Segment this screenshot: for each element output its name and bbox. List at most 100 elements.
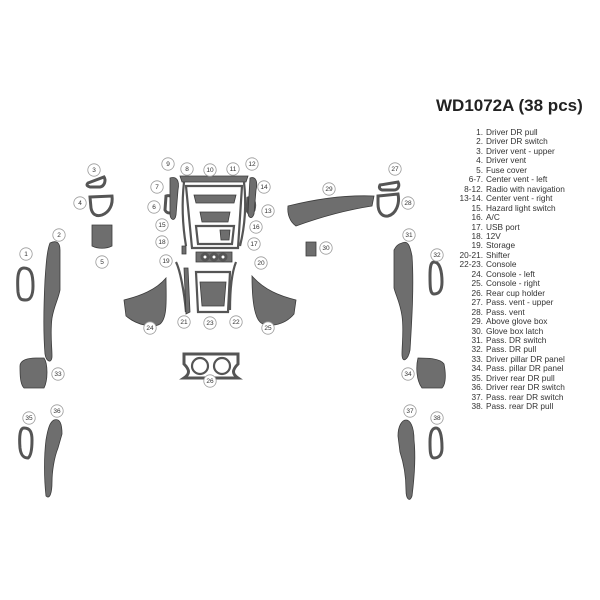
legend-number: 28. <box>471 306 483 317</box>
legend-number: 19. <box>471 240 483 251</box>
callout-9: 9 <box>161 157 175 171</box>
legend-label: Rear cup holder <box>486 287 546 298</box>
part-14-center-vent-right-b <box>247 177 258 218</box>
legend-number: 20-21. <box>459 249 483 260</box>
legend-number: 8-12. <box>464 183 483 194</box>
legend-item: 28.Pass. vent <box>452 306 565 317</box>
callout-label: 25 <box>264 325 272 332</box>
callout-label: 36 <box>53 408 61 415</box>
part-34-pass-pillar-dr-panel <box>416 357 446 389</box>
part-26-rear-cup-holder <box>179 352 243 380</box>
legend-number: 34. <box>471 363 483 374</box>
callout-label: 8 <box>185 166 189 173</box>
legend-label: Pass. DR switch <box>486 334 547 345</box>
legend-number: 17. <box>471 221 483 232</box>
callout-24: 24 <box>143 321 157 335</box>
callout-27: 27 <box>388 162 402 176</box>
callout-circle <box>319 241 333 255</box>
callout-circle <box>245 157 259 171</box>
callout-circle <box>247 237 261 251</box>
callout-circle <box>52 228 66 242</box>
legend-number: 27. <box>471 297 483 308</box>
part-2-driver-dr-switch <box>43 241 61 362</box>
legend-label: Console <box>486 259 517 270</box>
part-17-usb-port <box>219 229 231 241</box>
callout-circle <box>430 248 444 262</box>
legend-number: 24. <box>471 268 483 279</box>
legend-number: 30. <box>471 325 483 336</box>
part-29-above-glove-box <box>287 195 375 227</box>
legend-item: 30.Glove box latch <box>452 325 565 336</box>
part-12-radio-bezel-right <box>238 181 247 247</box>
legend-number: 13-14. <box>459 193 483 204</box>
legend-number: 31. <box>471 334 483 345</box>
callout-circle <box>95 255 109 269</box>
callout-circle <box>87 163 101 177</box>
part-3-driver-vent-upper <box>85 175 107 189</box>
callout-21: 21 <box>177 315 191 329</box>
callout-circle <box>22 411 36 425</box>
part-15-hazard-light-switch <box>199 211 231 223</box>
part-23-console <box>199 281 227 307</box>
callout-37: 37 <box>403 404 417 418</box>
legend-label: Pass. rear DR pull <box>486 401 554 412</box>
callout-circle <box>322 182 336 196</box>
legend-item: 18.12V <box>452 231 565 241</box>
callout-circle <box>203 316 217 330</box>
legend-item: 6-7.Center vent - left <box>452 174 565 184</box>
legend-label: Pass. rear DR switch <box>486 391 564 402</box>
part-27-pass-vent-upper <box>377 180 401 192</box>
legend-item: 34.Pass. pillar DR panel <box>452 363 565 374</box>
legend-item: 2.Driver DR switch <box>452 136 565 147</box>
legend-number: 38. <box>471 401 483 412</box>
callout-label: 2 <box>57 232 61 239</box>
callout-label: 27 <box>391 166 399 173</box>
part-22-console-frame <box>194 270 232 314</box>
callout-22: 22 <box>229 315 243 329</box>
callout-8: 8 <box>180 162 194 176</box>
callout-12: 12 <box>245 157 259 171</box>
legend-label: Hazard light switch <box>486 202 556 213</box>
callout-label: 1 <box>24 251 28 258</box>
part-31-pass-dr-switch <box>393 241 414 361</box>
callout-label: 31 <box>405 232 413 239</box>
legend-number: 5. <box>476 164 483 175</box>
legend-item: 15.Hazard light switch <box>452 202 565 213</box>
legend-label: Console - left <box>486 268 535 279</box>
callout-label: 32 <box>433 252 441 259</box>
callout-19: 19 <box>159 254 173 268</box>
legend-item: 32.Pass. DR pull <box>452 344 565 354</box>
part-11-radio-trim-inner <box>193 194 237 204</box>
legend-label: Radio with navigation <box>486 183 565 194</box>
legend-number: 22-23. <box>459 259 483 270</box>
part-8-radio-bezel-left <box>181 181 188 247</box>
callout-3: 3 <box>87 163 101 177</box>
callout-4: 4 <box>73 196 87 210</box>
part-19-storage-knob-a <box>200 252 210 262</box>
callout-circle <box>19 247 33 261</box>
legend-item: 19.Storage <box>452 240 565 251</box>
part-19-storage-knob-c <box>218 252 228 262</box>
legend-number: 37. <box>471 391 483 402</box>
part-35-driver-rear-dr-pull <box>18 426 34 460</box>
callout-35: 35 <box>22 411 36 425</box>
part-10-radio-frame <box>184 184 244 250</box>
callout-label: 13 <box>264 208 272 215</box>
callout-circle <box>203 163 217 177</box>
legend-label: Driver rear DR switch <box>486 382 565 393</box>
callout-label: 29 <box>325 186 333 193</box>
callout-circle <box>161 157 175 171</box>
legend-item: 22-23.Console <box>452 259 565 270</box>
callout-circle <box>403 404 417 418</box>
callout-label: 35 <box>25 415 33 422</box>
legend-item: 36.Driver rear DR switch <box>452 382 565 393</box>
callout-circle <box>254 256 268 270</box>
legend-item: 4.Driver vent <box>452 155 565 165</box>
part-38-pass-rear-dr-pull <box>428 426 444 460</box>
legend-number: 2. <box>476 136 483 147</box>
part-4-driver-vent <box>88 194 114 218</box>
callout-circle <box>159 254 173 268</box>
